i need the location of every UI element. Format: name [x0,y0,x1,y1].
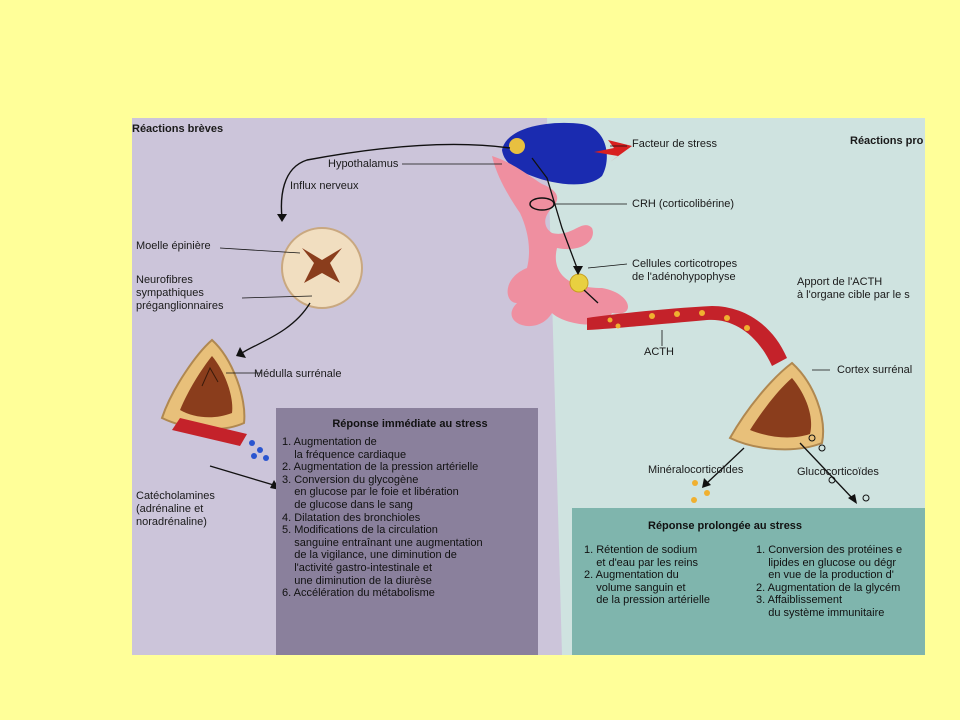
list-item: la fréquence cardiaque [282,448,407,461]
header-prolonged-reactions: Réactions pro [850,135,924,147]
label-catecholamines: Catécholamines (adrénaline et noradrénal… [136,490,215,528]
label-acth: ACTH [644,346,674,358]
prolonged-response-title: Réponse prolongée au stress [648,520,803,532]
list-item: 4. Dilatation des bronchioles [282,511,421,524]
list-item: de glucose dans le sang [282,498,413,511]
hypothalamus-shape [502,122,607,185]
nerve-path [280,143,511,219]
list-item: 3. Affaiblissement [756,594,843,607]
list-item: 2. Augmentation de la glycém [756,581,901,594]
list-item: du système immunitaire [756,606,885,619]
label-acth-transport: Apport de l'ACTH à l'organe cible par le… [797,276,910,301]
list-item: 2. Augmentation du [584,569,679,582]
list-item: de la vigilance, une diminution de [282,549,457,562]
header-short-reactions: Réactions brèves [132,123,224,135]
list-item: lipides en glucose ou dégr [756,556,897,569]
stress-response-diagram [132,118,925,655]
immediate-response-box: Réponse immédiate au stress 1. Augmentat… [282,412,538,600]
list-item: l'activité gastro-intestinale et [282,561,433,574]
prolonged-response-list-right: 1. Conversion des protéines e lipides en… [756,544,902,620]
corticotropic-cell [569,273,589,293]
list-item: 5. Modifications de la circulation [282,524,438,537]
immediate-response-bg [276,408,538,655]
list-item: de la pression artérielle [584,594,710,607]
list-item: et d'eau par les reins [584,556,698,569]
list-item: sanguine entraînant une augmentation [282,536,483,549]
immediate-response-list: 1. Augmentation de la fréquence cardiaqu… [282,436,538,600]
list-item: volume sanguin et [584,581,686,594]
list-item: en vue de la production d' [756,569,894,582]
list-item: une diminution de la diurèse [282,574,432,587]
acth-vessel [587,306,787,366]
label-mineralocorticoids: Minéralocorticoïdes [648,464,744,476]
diagram-panel: Réactions brèves Réactions pro Facteur d… [132,118,925,655]
neuron-cell [509,138,525,154]
list-item: 3. Conversion du glycogène [282,473,419,486]
pituitary-gland [492,156,629,327]
label-glucocorticoids: Glucocorticoïdes [797,466,879,478]
immediate-response-title: Réponse immédiate au stress [332,418,488,430]
label-adrenal-medulla: Médulla surrénale [254,368,342,380]
label-adrenal-cortex: Cortex surrénal [837,364,913,376]
label-crh: CRH (corticolibérine) [632,198,735,210]
label-neurofibres: Neurofibres sympathiques préganglionnair… [136,274,224,312]
prolonged-response-bg [572,508,925,655]
label-spinal-cord: Moelle épinière [136,240,211,252]
list-item: 6. Accélération du métabolisme [282,587,435,600]
list-item: 1. Conversion des protéines e [756,544,903,556]
label-stress-factor: Facteur de stress [632,138,717,150]
prolonged-response-list-left: 1. Rétention de sodium et d'eau par les … [584,544,710,607]
label-hypothalamus: Hypothalamus [328,158,399,170]
stress-lightning [594,140,632,162]
list-item: 2. Augmentation de la pression artériell… [282,461,479,474]
renal-vessel-left [172,418,247,446]
label-corticotropic-cells: Cellules corticotropes de l'adénohypophy… [632,258,738,283]
list-item: 1. Augmentation de [282,436,377,448]
list-item: en glucose par le foie et libération [282,486,459,499]
list-item: 1. Rétention de sodium [584,544,698,556]
prolonged-response-box: Réponse prolongée au stress 1. Rétention… [576,514,925,619]
label-nerve-influx: Influx nerveux [290,180,359,192]
